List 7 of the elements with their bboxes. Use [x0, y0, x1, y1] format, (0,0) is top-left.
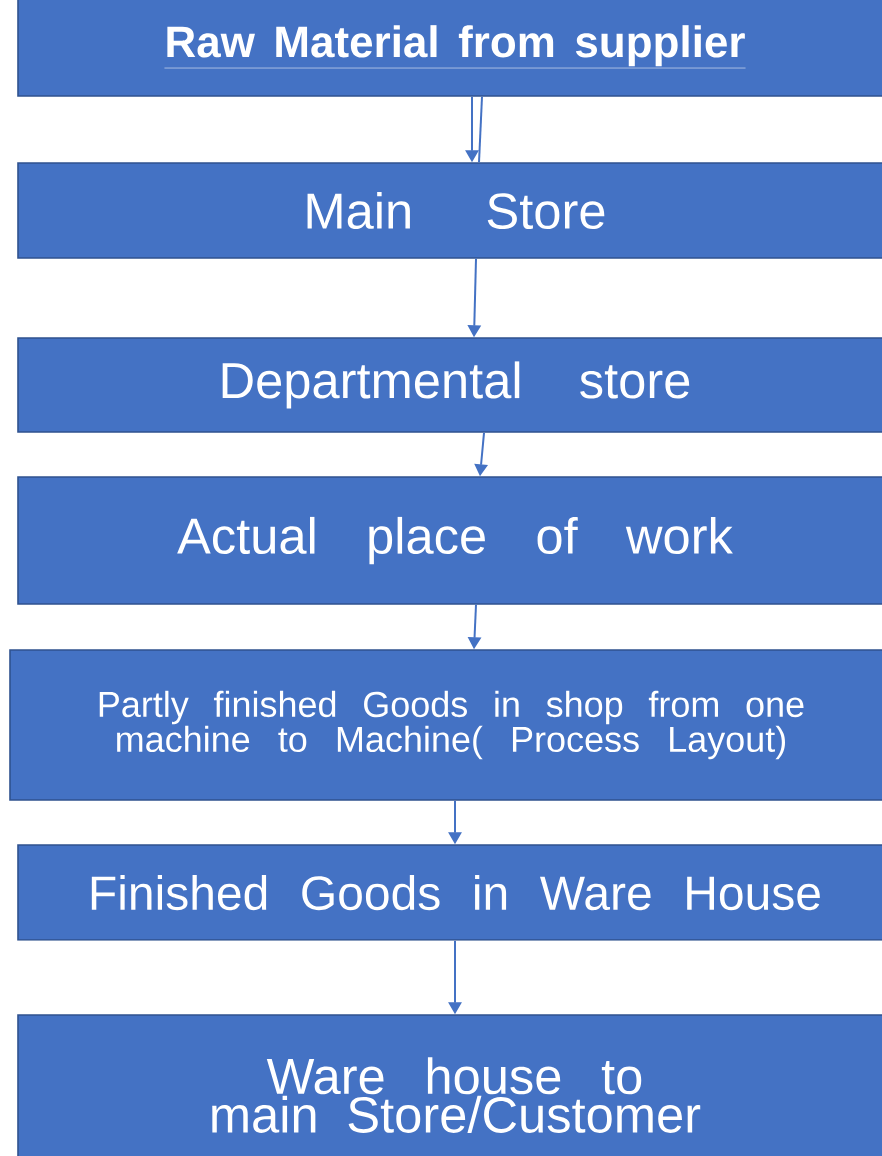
process-box: Departmental store	[17, 337, 882, 433]
process-box: Finished Goods in Ware House	[17, 844, 882, 941]
process-box: Raw Material from supplier	[17, 0, 882, 97]
process-box: Partly finished Goods in shop from one machine to Machine( Process Layout)	[9, 649, 882, 801]
process-box: Ware house to main Store/Customer	[17, 1014, 882, 1156]
process-box: Main Store	[17, 162, 882, 259]
process-box: Actual place of work	[17, 476, 882, 605]
